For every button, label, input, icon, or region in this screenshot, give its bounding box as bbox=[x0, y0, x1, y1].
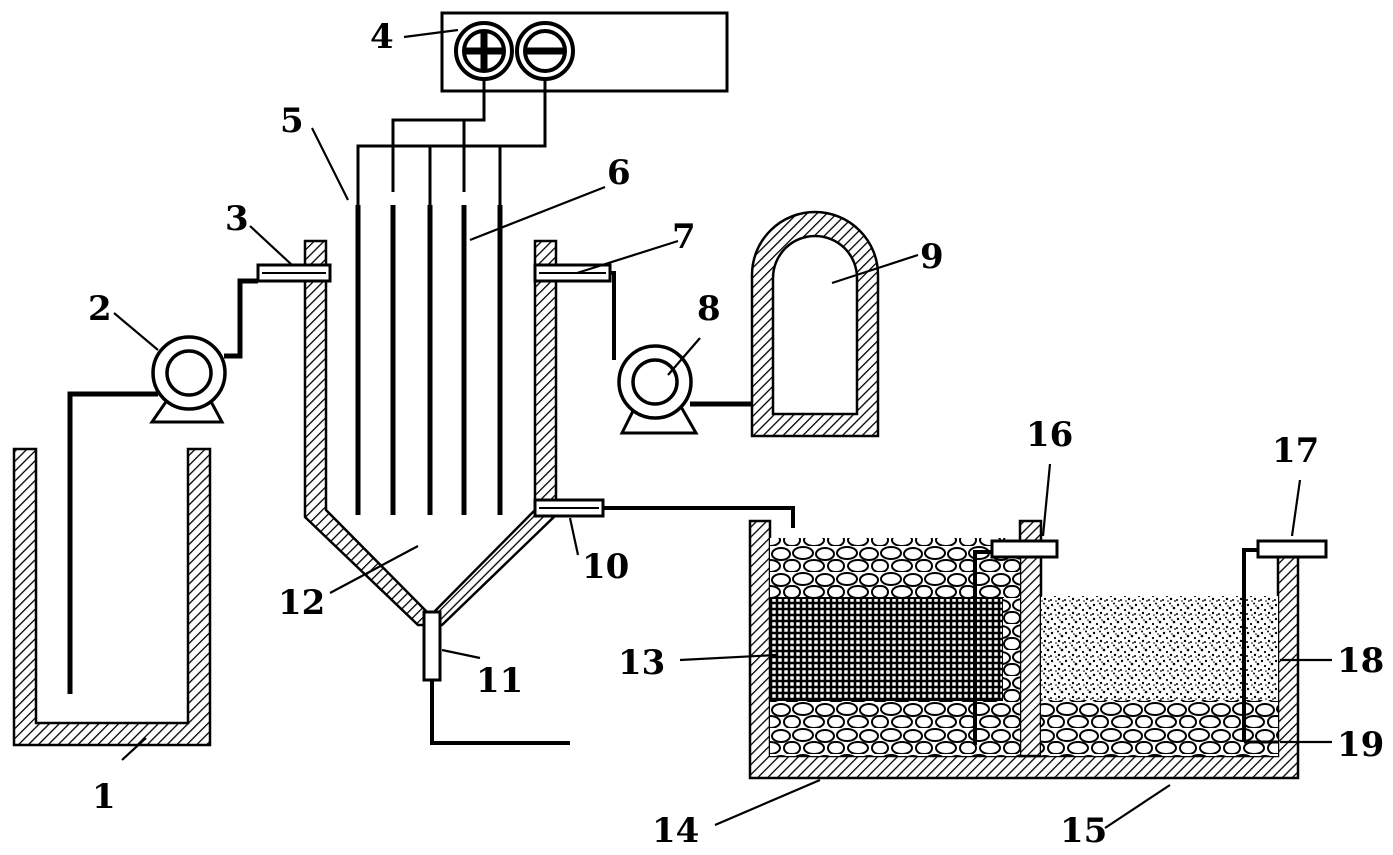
gas-outlet-pipe bbox=[533, 263, 616, 360]
final-outlet-pipe bbox=[1242, 539, 1328, 744]
negative-terminal-icon bbox=[515, 21, 575, 81]
label-11: 11 bbox=[476, 661, 523, 701]
label-14: 14 bbox=[652, 811, 699, 851]
label-10: 10 bbox=[582, 547, 629, 587]
label-17: 17 bbox=[1272, 431, 1319, 471]
label-7: 7 bbox=[672, 217, 696, 257]
power-supply bbox=[440, 11, 729, 93]
label-5: 5 bbox=[280, 101, 304, 141]
power-wiring bbox=[356, 80, 547, 205]
label-19: 19 bbox=[1337, 725, 1384, 765]
transfer-pipe bbox=[973, 539, 1059, 745]
label-12: 12 bbox=[278, 583, 325, 623]
gas-pump bbox=[617, 344, 754, 435]
label-1: 1 bbox=[92, 777, 116, 817]
label-15: 15 bbox=[1060, 811, 1107, 851]
second-chamber-media bbox=[1041, 596, 1278, 756]
label-13: 13 bbox=[618, 643, 665, 683]
feed-pump bbox=[149, 278, 258, 424]
feed-tank bbox=[12, 391, 212, 747]
positive-terminal-icon bbox=[454, 21, 514, 81]
label-9: 9 bbox=[920, 237, 944, 277]
first-chamber-media bbox=[769, 538, 1020, 756]
inlet-pipe bbox=[256, 263, 332, 283]
gas-collector bbox=[750, 210, 880, 438]
label-4: 4 bbox=[370, 17, 394, 57]
leader-lines bbox=[113, 28, 1332, 829]
label-2: 2 bbox=[88, 289, 112, 329]
label-18: 18 bbox=[1337, 641, 1384, 681]
part-labels: 1 2 3 4 5 6 7 8 9 10 11 12 13 14 15 16 1… bbox=[88, 17, 1384, 851]
label-6: 6 bbox=[607, 153, 631, 193]
label-8: 8 bbox=[697, 289, 721, 329]
label-16: 16 bbox=[1026, 415, 1073, 455]
sludge-outlet bbox=[422, 610, 570, 745]
treated-water-outlet bbox=[533, 498, 795, 528]
label-3: 3 bbox=[225, 199, 249, 239]
electrode-plates bbox=[355, 205, 503, 515]
